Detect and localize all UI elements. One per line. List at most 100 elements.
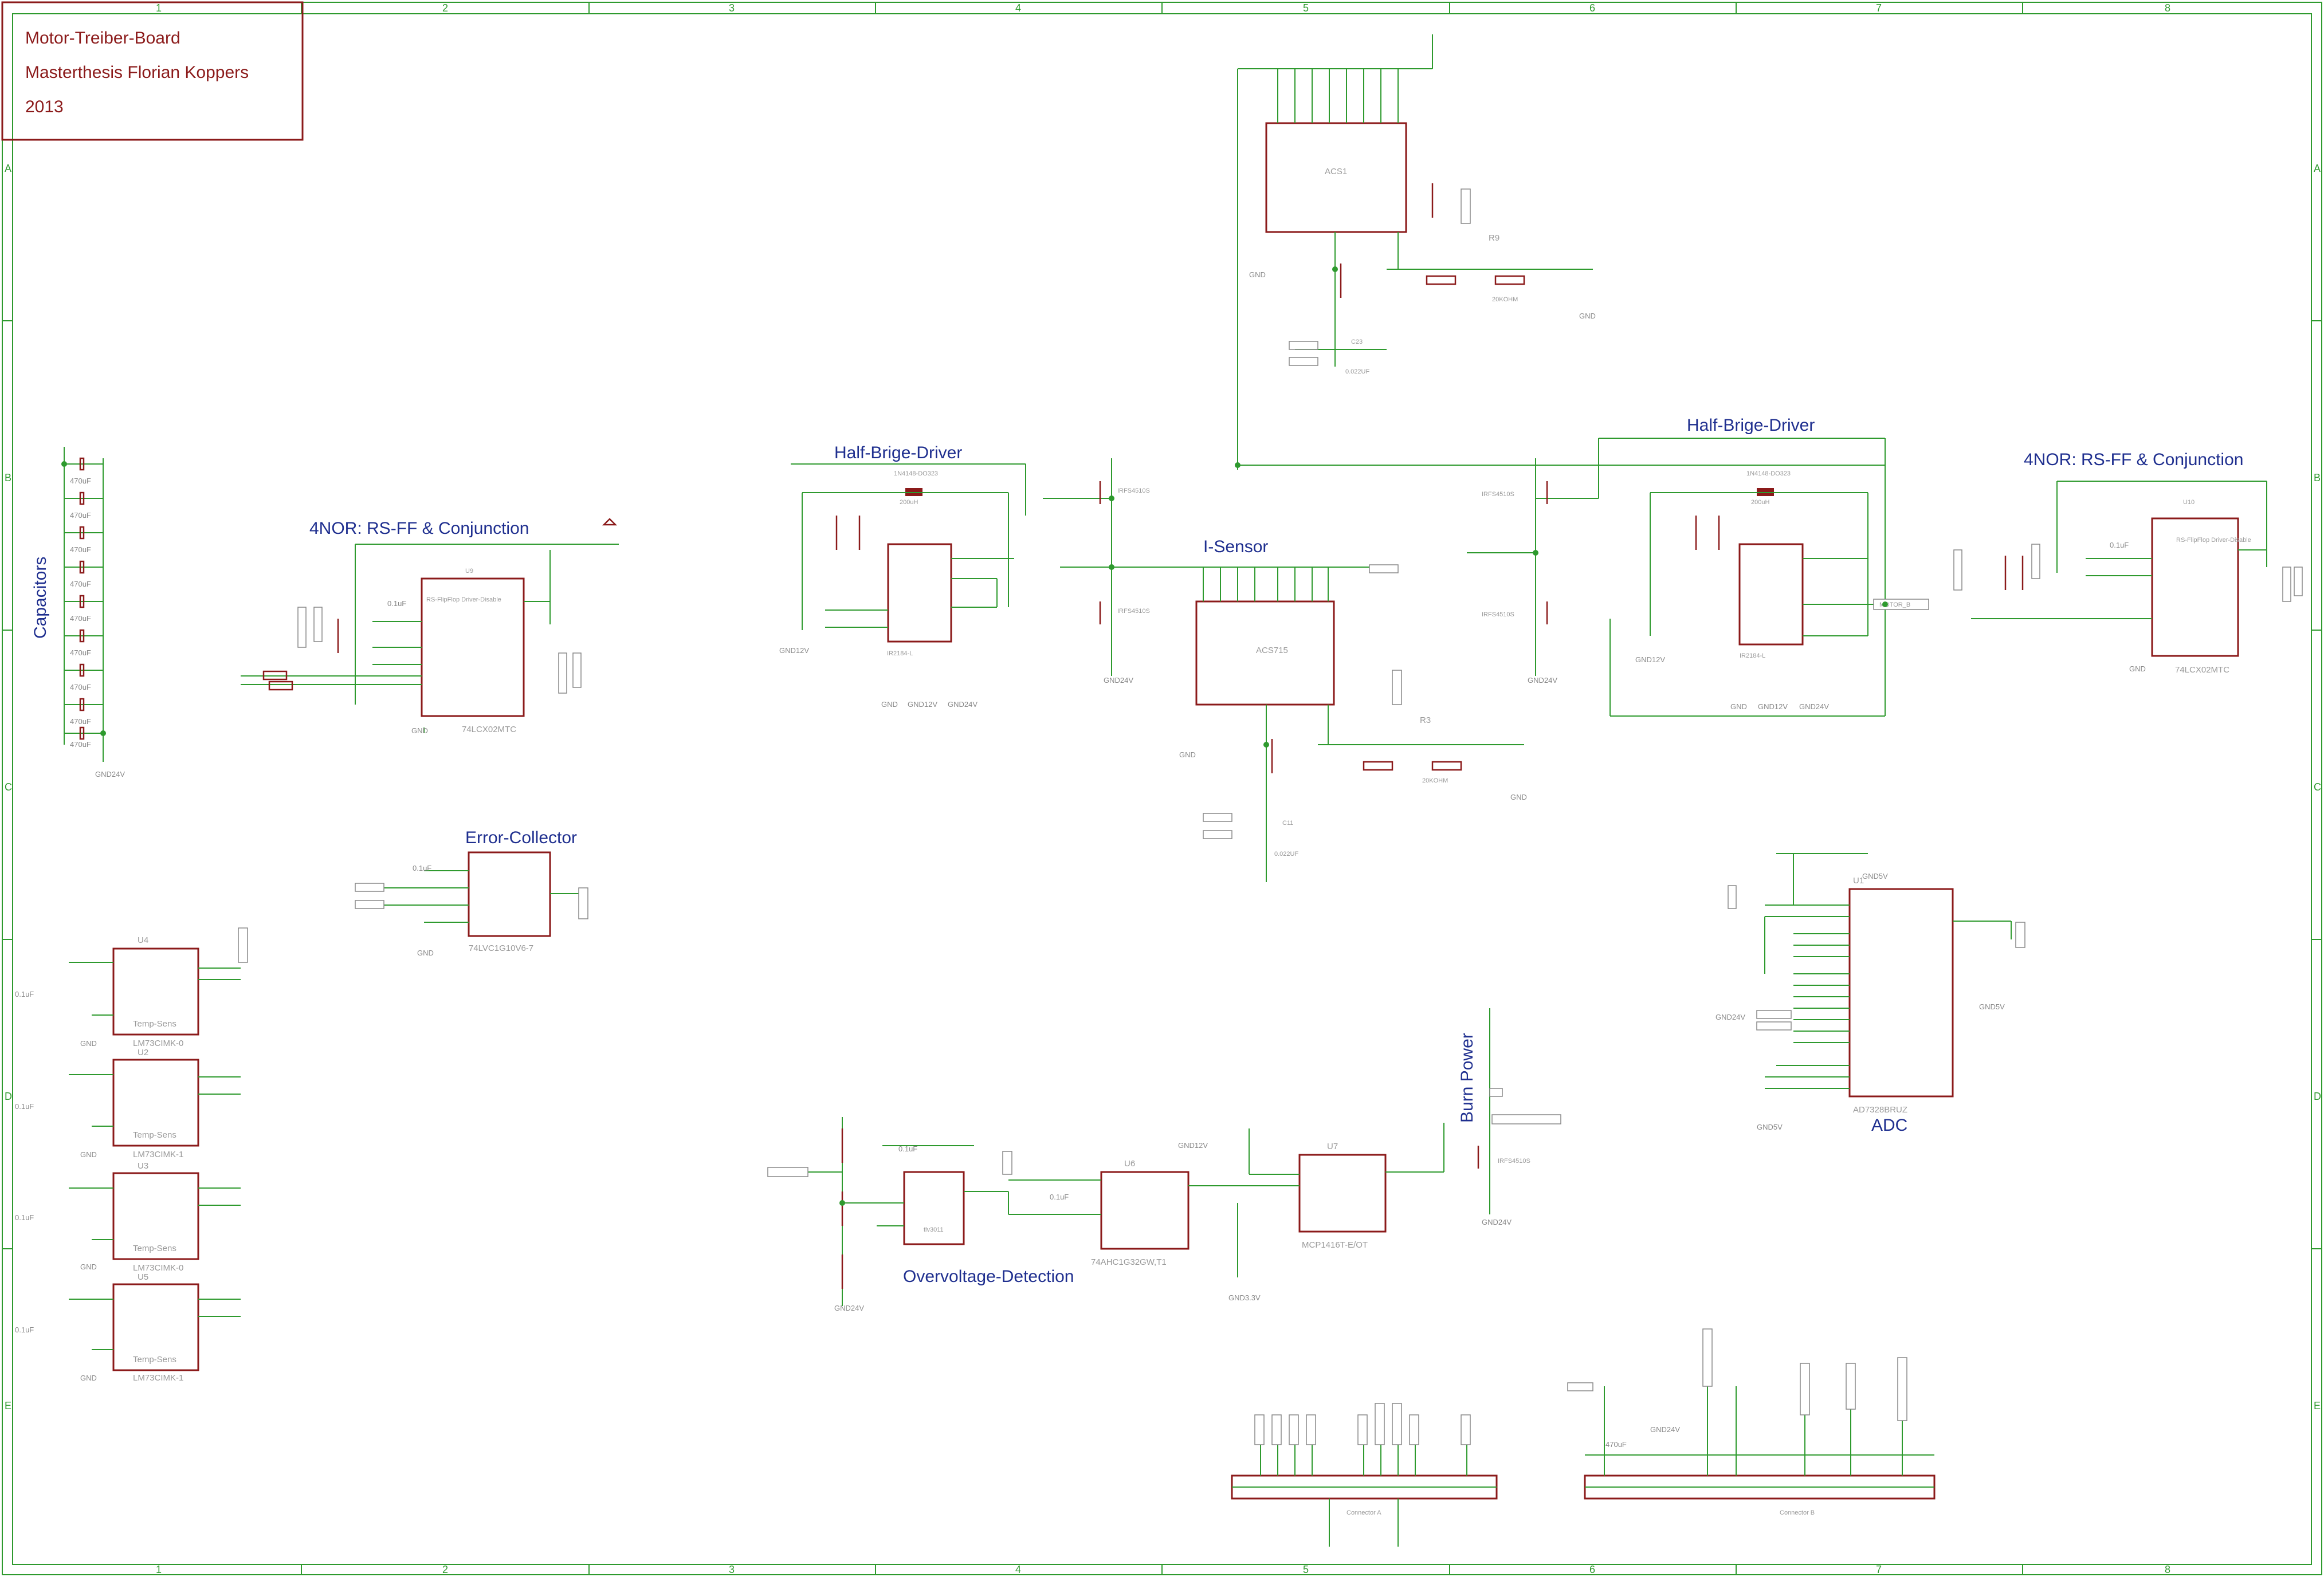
grid-col-3-top: 3: [729, 2, 735, 14]
u4-value: LM73CIMK-0: [133, 1039, 183, 1048]
cap-value-2: 470uF: [70, 511, 91, 520]
u3-gnd: GND: [80, 1263, 97, 1271]
adc-block: ADC U1 AD7328BRUZ GND5V GND5V GND5V GND2…: [1715, 853, 2025, 1135]
cap-bank-gnd-label: GND24V: [95, 770, 125, 778]
u10-cap-value: 0.1uF: [2110, 541, 2129, 549]
adc-title: ADC: [1871, 1116, 1907, 1135]
q-left-top-label: IRFS4510S: [1117, 487, 1150, 494]
u6-ref: U6: [1124, 1159, 1135, 1169]
acs715-gnd: GND: [1179, 750, 1196, 759]
error-ic-body: [468, 851, 551, 937]
grid-col-5-bottom: 5: [1303, 1564, 1309, 1575]
u9-gnd-label: GND: [411, 726, 428, 735]
u4-title: Temp-Sens: [133, 1019, 176, 1029]
grid-col-6-bottom: 6: [1589, 1564, 1595, 1575]
error-ic-value: 74LVC1G10V6-7: [469, 943, 533, 953]
u10-gnd: GND: [2129, 664, 2146, 673]
conn-b-cap-value: 470uF: [1605, 1440, 1627, 1449]
overvoltage-block: Overvoltage-Detection tlv3011 U6 74AHC1G…: [767, 1117, 1190, 1312]
grid-row-e-left: E: [5, 1400, 11, 1411]
temp-sensor-u2: U2 Temp-Sens LM73CIMK-1 0.1uF GND: [15, 1048, 241, 1159]
u7-body: [1298, 1154, 1387, 1233]
cap-row-2: 470uF: [64, 491, 103, 520]
u10-sub: RS-FlipFlop Driver-Disable: [2176, 537, 2251, 544]
right-driver-gnd: GND: [1730, 702, 1747, 711]
title-block: Motor-Treiber-Board Masterthesis Florian…: [1, 1, 304, 141]
cap-row-9: 470uF: [64, 726, 103, 749]
cap-row-1: 470uF: [64, 457, 103, 485]
acs715-ref: ACS715: [1256, 646, 1288, 655]
u1-ref: U1: [1853, 876, 1864, 886]
overvoltage-title: Overvoltage-Detection: [903, 1267, 1074, 1286]
q-left-bot: IRFS4510S: [1099, 601, 1150, 624]
ov-cap-value-1: 0.1uF: [898, 1145, 917, 1153]
u3-value: LM73CIMK-0: [133, 1263, 183, 1273]
i-sensor-title: I-Sensor: [1203, 537, 1268, 556]
u9-value: 74LCX02MTC: [462, 725, 516, 734]
acs715-gnd-right: GND: [1510, 793, 1527, 801]
c23-ref: C23: [1351, 339, 1363, 345]
grid-col-6-top: 6: [1589, 2, 1595, 14]
u6-value: 74AHC1G32GW,T1: [1091, 1257, 1167, 1267]
acs1-block: ACS1 R9 20KOHM C23 0.022UF GND GND: [1237, 34, 1885, 470]
u3-ref: U3: [138, 1161, 148, 1171]
q-burn-label: IRFS4510S: [1498, 1158, 1530, 1165]
burn-power-block: Burn Power U7 MCP1416T-E/OT IRFS4510S GN…: [1178, 1008, 1561, 1302]
grid-row-c-right: C: [2314, 781, 2321, 793]
right-bridge-gnd24: GND24V: [1528, 676, 1557, 685]
cap-row-7: 470uF: [64, 663, 103, 691]
u4-body: [112, 947, 199, 1036]
u10-value: 74LCX02MTC: [2175, 665, 2229, 675]
cap-row-3: 470uF: [64, 526, 103, 554]
u10-body: [2151, 517, 2239, 657]
grid-col-7-bottom: 7: [1876, 1564, 1882, 1575]
diode-right-label: 1N4148-DO323: [1746, 470, 1791, 477]
cap-row-6: 470uF: [64, 629, 103, 657]
grid-row-a-right: A: [2314, 163, 2321, 174]
right-driver-gnd12-a: GND12V: [1635, 655, 1665, 664]
connector-a-label: Connector A: [1346, 1509, 1381, 1516]
u10-ref: U10: [2183, 499, 2195, 506]
connector-b-label: Connector B: [1780, 1509, 1815, 1516]
title-line-3: 2013: [25, 97, 64, 116]
inductor-right-value: 200uH: [1751, 499, 1769, 506]
c11-ref: C11: [1282, 820, 1293, 827]
burn-gnd24: GND24V: [1482, 1218, 1512, 1226]
grid-labels: 1 2 3 4 5 6 7 8 1 2 3 4 5 6 7 8 A B C D …: [5, 2, 2321, 1575]
capacitor-bank: Capacitors 470uF 470uF 470uF 470uF 470uF…: [31, 447, 125, 778]
c23-value: 0.022UF: [1345, 368, 1369, 375]
grid-col-3-bottom: 3: [729, 1564, 735, 1575]
cap-value-5: 470uF: [70, 614, 91, 623]
u7-ref: U7: [1327, 1142, 1338, 1151]
conn-b-gnd24: GND24V: [1650, 1425, 1680, 1434]
cap-value-8: 470uF: [70, 717, 91, 726]
grid-col-2-bottom: 2: [442, 1564, 448, 1575]
r9-value: 20KOHM: [1492, 296, 1518, 303]
nor-left-title: 4NOR: RS-FF & Conjunction: [309, 519, 529, 538]
u1-body: [1848, 888, 1954, 1098]
nor-right-block: 4NOR: RS-FF & Conjunction U10 RS-FlipFlo…: [1953, 450, 2303, 675]
nor-left-block: 4NOR: RS-FF & Conjunction U9 RS-FlipFlop…: [241, 518, 619, 735]
acs1-body: [1265, 122, 1407, 233]
left-driver-gnd24: GND24V: [948, 700, 978, 709]
ir-left-ref: IR2184-L: [887, 650, 913, 657]
u5-ref: U5: [138, 1272, 148, 1282]
grid-row-d-left: D: [5, 1091, 12, 1102]
right-driver-gnd12-b: GND12V: [1758, 702, 1788, 711]
grid-col-8-top: 8: [2165, 2, 2170, 14]
half-bridge-left-title: Half-Brige-Driver: [834, 443, 962, 462]
u5-gnd: GND: [80, 1374, 97, 1382]
u9-ref: U9: [465, 568, 473, 575]
u2-value: LM73CIMK-1: [133, 1150, 183, 1159]
grid-row-c-left: C: [5, 781, 12, 793]
adc-gnd5-right: GND5V: [1979, 1002, 2005, 1011]
ov-cap-value-2: 0.1uF: [1050, 1193, 1069, 1201]
grid-row-b-right: B: [2314, 472, 2321, 483]
diode-left-label: 1N4148-DO323: [894, 470, 938, 477]
temp-sensor-u5: U5 Temp-Sens LM73CIMK-1 0.1uF GND: [15, 1272, 241, 1383]
acs715-body: [1195, 600, 1335, 706]
u5-body: [112, 1283, 199, 1371]
u9-sub: RS-FlipFlop Driver-Disable: [426, 596, 501, 603]
u5-title: Temp-Sens: [133, 1355, 176, 1364]
